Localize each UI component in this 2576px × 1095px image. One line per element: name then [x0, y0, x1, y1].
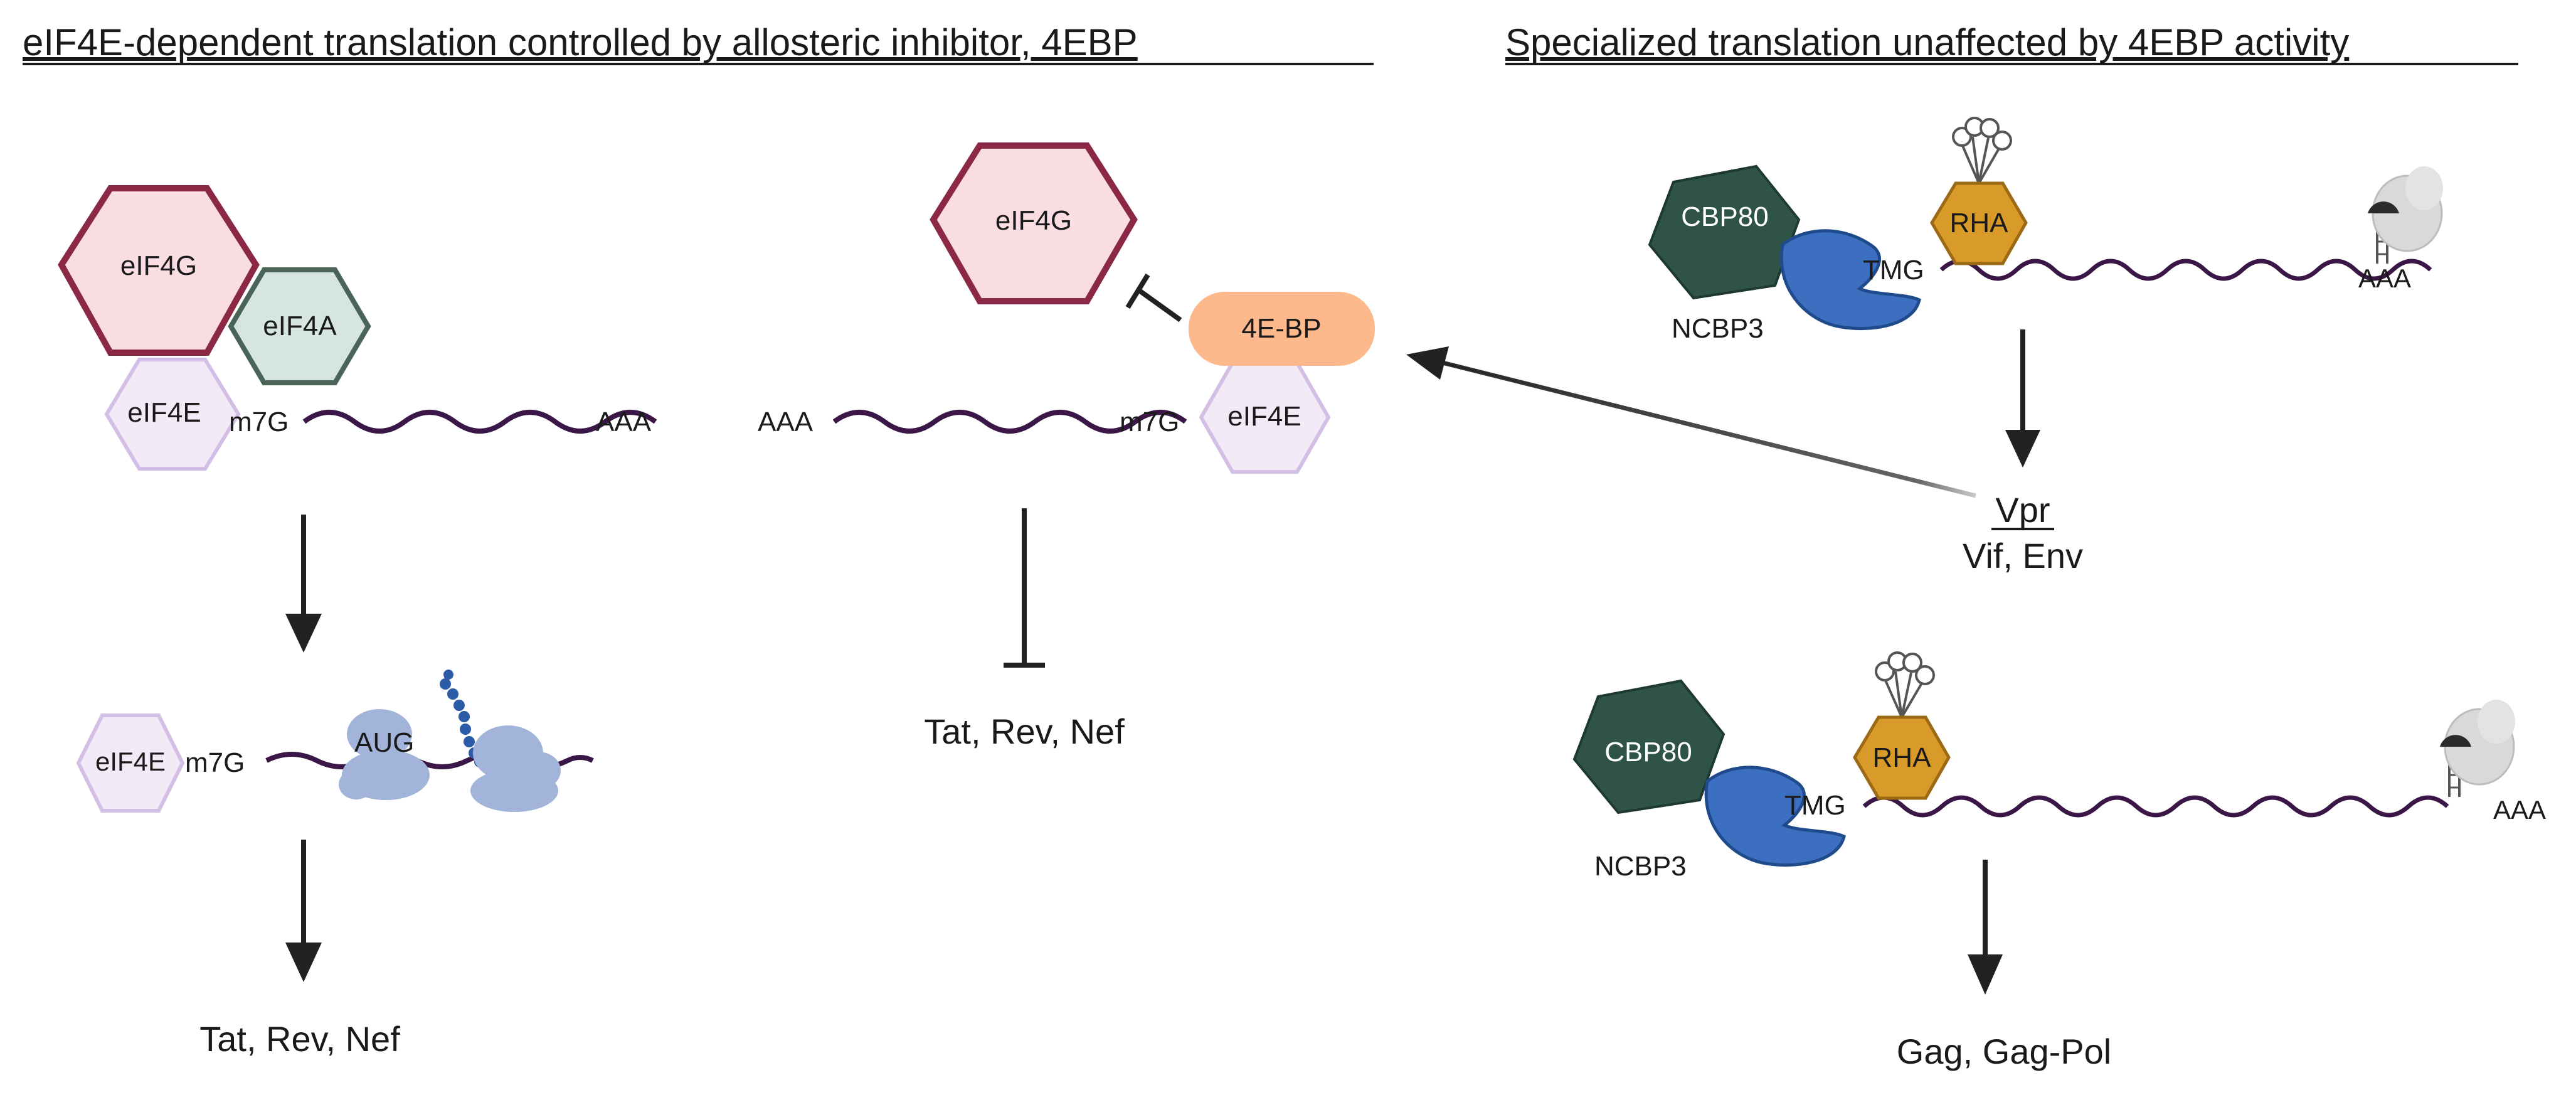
ncbp3-shape-d: [1704, 766, 1846, 867]
cap-m7g-label-2: m7G: [185, 747, 245, 778]
mrna-strand-d: [1862, 795, 2449, 818]
rha-group-d: [1853, 651, 1951, 800]
polya-label: AAA: [596, 407, 652, 437]
ribosome-1: [339, 709, 430, 800]
cap-m7g-label: m7G: [229, 407, 289, 437]
eif4g-label-b: eIF4G: [995, 205, 1072, 236]
ncbp3-shape: [1779, 229, 1921, 331]
4ebp-pill: [1189, 292, 1375, 366]
rha-label-d: RHA: [1873, 742, 1932, 773]
ncbp3-label: NCBP3: [1672, 313, 1764, 344]
regulators-list: Vif, Env: [1963, 536, 2083, 575]
panel-c-specialized-complex: CBP80 NCBP3 TMG RHA AAA: [1648, 117, 2443, 344]
polya-label-c: AAA: [2358, 264, 2411, 293]
mrna-strand: [302, 410, 657, 434]
mrna-strand-b: [832, 410, 1187, 434]
inhibition-arrow-b: [1004, 508, 1045, 668]
cbp80-shape-d: [1572, 679, 1725, 815]
arrow-down-a2: [285, 840, 322, 982]
mrna-strand-c: [1939, 259, 2432, 281]
eif4g-hexagon-b: [930, 142, 1138, 304]
polya-label-d: AAA: [2493, 795, 2546, 825]
panel-a-initiation-complex: eIF4E eIF4A eIF4G m7G AAA: [58, 185, 657, 471]
stem-loop-d: [2440, 700, 2515, 797]
title-left: eIF4E-dependent translation controlled b…: [23, 21, 1138, 63]
rha-label-c: RHA: [1950, 208, 2009, 238]
panel-a-translating-ribosome: eIF4E m7G AUG: [76, 670, 594, 813]
polya-label-b: AAA: [758, 407, 814, 437]
eif4g-label: eIF4G: [120, 250, 197, 281]
arrow-down-d: [1968, 860, 2003, 995]
eif4e-hexagon-2: [76, 713, 185, 813]
eif4e-label-b: eIF4E: [1227, 401, 1301, 432]
rha-group-c: [1930, 117, 2028, 265]
cap-tmg-label-c: TMG: [1863, 255, 1924, 286]
cbp80-label-d: CBP80: [1604, 737, 1692, 767]
eif4g-hexagon: [58, 185, 260, 356]
vpr-to-4ebp-arrow: [1406, 346, 1976, 498]
regulator-vpr: Vpr: [1995, 490, 2050, 530]
cbp80-shape: [1648, 164, 1801, 300]
eif4e-hexagon: [104, 358, 241, 471]
eif4a-hexagon: [228, 267, 371, 385]
ncbp3-label-d: NCBP3: [1594, 851, 1687, 882]
aug-label: AUG: [354, 727, 414, 758]
eif4a-label: eIF4A: [263, 311, 337, 341]
products-panel-a: Tat, Rev, Nef: [199, 1019, 400, 1059]
inhibition-bar: [1125, 273, 1150, 309]
arrow-down-c: [2005, 329, 2040, 467]
panel-d-specialized-complex: CBP80 NCBP3 TMG RHA AAA: [1572, 651, 2546, 882]
products-panel-b: Tat, Rev, Nef: [924, 712, 1125, 751]
arrow-down-a1: [285, 515, 322, 653]
cap-m7g-label-b: m7G: [1120, 407, 1179, 437]
ribosome-2: [470, 725, 561, 812]
cap-tmg-label-d: TMG: [1784, 790, 1846, 821]
panel-b-inhibited-complex: eIF4G AAA m7G eIF4E 4E-BP: [758, 142, 1375, 474]
products-panel-d: Gag, Gag-Pol: [1897, 1032, 2111, 1071]
inhibition-line: [1137, 287, 1182, 323]
eif4e-label: eIF4E: [127, 397, 201, 428]
title-right: Specialized translation unaffected by 4E…: [1505, 21, 2349, 63]
stem-loop-c: [2368, 166, 2443, 264]
eif4e-label-2: eIF4E: [95, 747, 166, 776]
cbp80-label: CBP80: [1681, 201, 1768, 232]
4ebp-label: 4E-BP: [1241, 313, 1321, 344]
